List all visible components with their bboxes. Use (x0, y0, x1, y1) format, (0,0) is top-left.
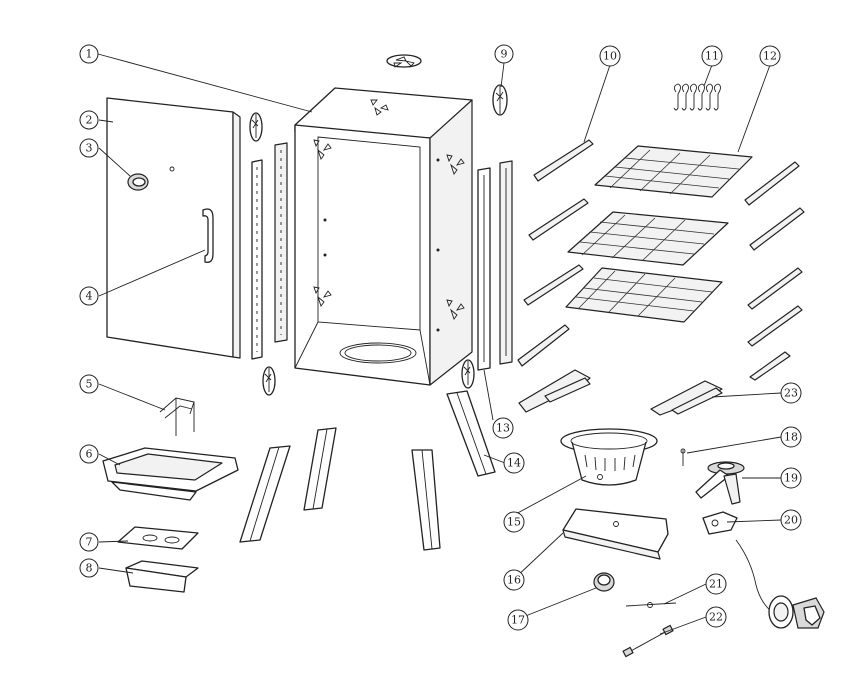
callout-11: 11 (701, 45, 723, 67)
callout-15-label: 15 (507, 516, 521, 529)
callout-1: 1 (79, 44, 99, 64)
callout-3: 3 (79, 138, 99, 158)
callout-8-label: 8 (86, 562, 93, 575)
callout-6-label: 6 (86, 448, 93, 461)
callout-7: 7 (79, 532, 99, 552)
callout-23-label: 23 (784, 387, 798, 400)
callout-9: 9 (494, 44, 514, 64)
callout-19-label: 19 (784, 472, 798, 485)
gas-valve-and-regulator (702, 511, 825, 629)
callout-20-label: 20 (784, 514, 798, 527)
door-side-rails (251, 142, 288, 360)
callout-6: 6 (79, 444, 99, 464)
chip-tray-bracket (650, 380, 723, 416)
grease-tray-8 (125, 560, 199, 593)
callout-4-label: 4 (86, 290, 93, 303)
callout-11-label: 11 (705, 50, 719, 63)
callout-10-label: 10 (603, 50, 617, 63)
callout-16: 16 (503, 569, 525, 591)
callout-22: 22 (705, 606, 727, 628)
callout-1-label: 1 (86, 48, 93, 61)
rack-brackets-left (517, 139, 594, 413)
gas-burner (695, 461, 745, 505)
callout-8: 8 (79, 558, 99, 578)
smoker-door (106, 97, 241, 359)
damper-wheel-icons (249, 112, 475, 396)
igniter-electrode (625, 602, 677, 608)
smoker-cabinet (294, 87, 473, 386)
callout-18: 18 (780, 426, 802, 448)
burner-base (562, 508, 669, 560)
callout-12-label: 12 (763, 50, 777, 63)
callout-17-label: 17 (511, 614, 525, 627)
damper-9-icon (492, 84, 508, 116)
callout-22-label: 22 (709, 611, 723, 624)
door-handle (202, 208, 214, 263)
rack-brackets-right (744, 161, 805, 381)
smoker-legs (239, 390, 496, 551)
callout-5: 5 (79, 374, 99, 394)
callout-2-label: 2 (86, 114, 93, 127)
drip-tray-7 (117, 526, 199, 550)
igniter-wire (622, 624, 674, 658)
callout-14-label: 14 (507, 457, 521, 470)
callout-20: 20 (780, 509, 802, 531)
igniter-pin (680, 448, 686, 466)
callout-14: 14 (503, 452, 525, 474)
callout-15: 15 (503, 511, 525, 533)
cooking-grates (565, 145, 753, 323)
wire-handle (159, 397, 195, 436)
callout-17: 17 (507, 609, 529, 631)
callout-12: 12 (759, 45, 781, 67)
control-knob (593, 572, 615, 592)
right-side-rails (477, 160, 513, 371)
callout-4: 4 (79, 286, 99, 306)
water-pan (102, 447, 239, 501)
callout-23: 23 (780, 382, 802, 404)
callout-16-label: 16 (507, 574, 521, 587)
callout-21-label: 21 (709, 578, 723, 591)
top-vent-icon (386, 54, 422, 68)
leader-lines (97, 53, 782, 635)
callout-9-label: 9 (501, 48, 508, 61)
callout-5-label: 5 (86, 378, 93, 391)
callout-18-label: 18 (784, 431, 798, 444)
callout-13-label: 13 (496, 422, 510, 435)
callout-10: 10 (599, 45, 621, 67)
callout-3-label: 3 (86, 142, 93, 155)
callout-19: 19 (780, 467, 802, 489)
callout-13: 13 (492, 417, 514, 439)
callout-7-label: 7 (86, 536, 93, 549)
door-thermometer (127, 173, 149, 191)
burner-bowl (560, 428, 658, 486)
sausage-hooks (673, 83, 721, 111)
callout-21: 21 (705, 573, 727, 595)
callout-2: 2 (79, 110, 99, 130)
